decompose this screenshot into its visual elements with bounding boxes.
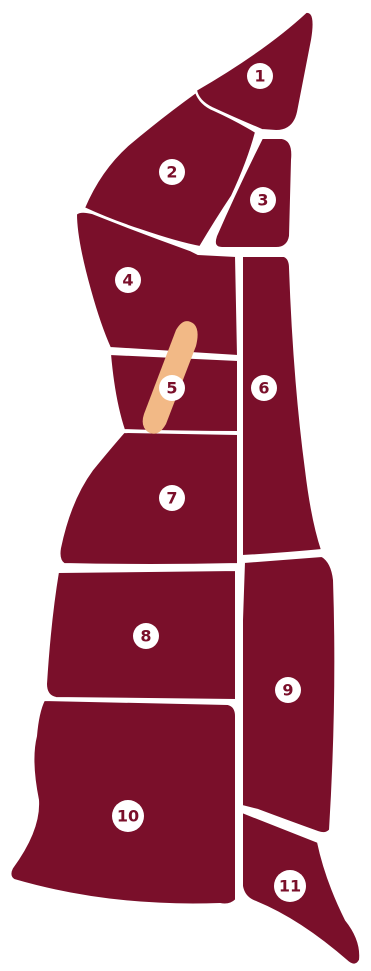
cut-2-badge: 2	[159, 159, 185, 185]
cut-6-segment[interactable]	[242, 256, 322, 556]
cut-11-label: 11	[279, 877, 301, 896]
cut-7-label: 7	[166, 489, 177, 508]
cut-8-badge: 8	[133, 623, 159, 649]
cut-9-label: 9	[282, 681, 293, 700]
cut-1-badge: 1	[247, 63, 273, 89]
cut-7-badge: 7	[159, 485, 185, 511]
cut-8-label: 8	[140, 627, 151, 646]
cut-9-badge: 9	[275, 677, 301, 703]
cut-5-label: 5	[166, 379, 177, 398]
cut-1-label: 1	[254, 67, 265, 86]
cut-10-label: 10	[117, 807, 139, 826]
cut-5-badge: 5	[159, 375, 185, 401]
cut-6-badge: 6	[251, 375, 277, 401]
cut-10-badge: 10	[112, 800, 144, 832]
cut-7-segment[interactable]	[60, 432, 239, 565]
cut-3-label: 3	[257, 191, 268, 210]
cut-2-label: 2	[166, 163, 177, 182]
cut-3-badge: 3	[250, 187, 276, 213]
cut-4-badge: 4	[115, 267, 141, 293]
cut-4-label: 4	[122, 271, 133, 290]
cut-11-badge: 11	[274, 870, 306, 902]
cut-6-label: 6	[258, 379, 269, 398]
